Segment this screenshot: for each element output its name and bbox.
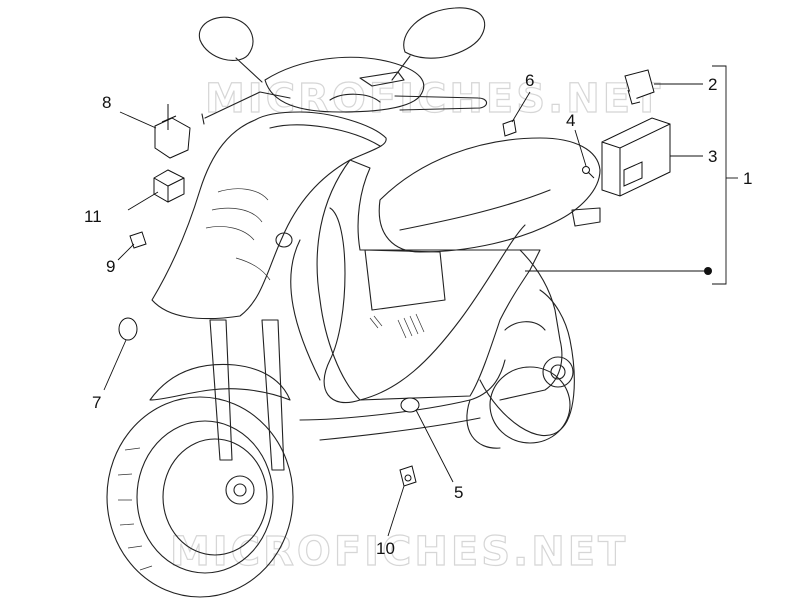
callout-6: 6 [525,71,534,90]
part-3-control-unit [601,117,671,197]
scooter-illustration [106,7,601,598]
callout-1: 1 [743,169,752,188]
part-10-cable-clip [399,465,417,487]
callout-5: 5 [454,483,463,502]
callout-9: 9 [106,257,115,276]
part-7-clamp-ring [118,317,138,341]
front-fork [149,319,291,471]
part-4-screw [582,166,595,179]
watermark-bottom: MICROFICHES.NET [170,529,628,575]
left-mirror [198,16,263,83]
callout-11: 11 [84,207,102,226]
part-2-fuse [624,69,655,105]
callout-7: 7 [92,393,101,412]
callout-labels: 1 2 3 4 5 6 7 8 9 10 11 [84,71,752,558]
wiring-harness-marker [704,267,712,275]
leader-lines [103,65,738,537]
callout-8: 8 [102,93,111,112]
callout-10: 10 [376,539,395,558]
wiring-cable [323,207,526,404]
watermark-top: MICROFICHES.NET [205,76,663,122]
rear-wheel [466,399,501,449]
part-11-flasher-relay [153,169,185,203]
handlebar [201,56,488,125]
front-shield [151,111,387,320]
part-5-grommet [400,397,420,413]
seat [378,137,601,253]
part-6-clip [502,119,517,137]
callout-2: 2 [708,75,717,94]
front-wheel [106,396,294,598]
part-8-relay [154,104,191,159]
right-mirror [391,7,486,81]
body-panels [299,159,541,441]
callout-3: 3 [708,147,717,166]
rear-body-engine [479,249,575,444]
callout-4: 4 [566,111,575,130]
